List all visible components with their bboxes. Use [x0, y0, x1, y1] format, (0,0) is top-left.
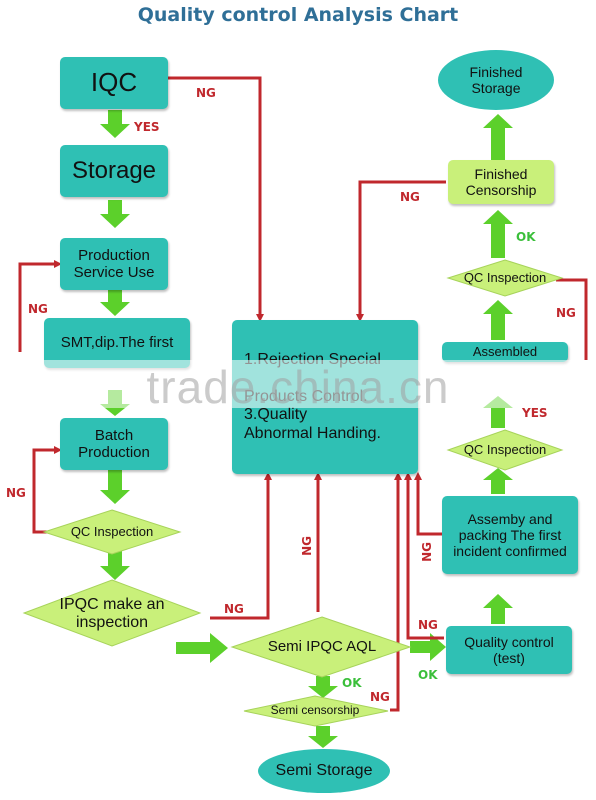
ok-qc-test-label: OK: [418, 668, 438, 682]
arrow-qc-test-assembly: [483, 594, 513, 624]
ng-qc-top-assembled: [556, 278, 588, 360]
ng-smt-production: [18, 260, 62, 352]
ng-batch-label: NG: [6, 486, 26, 500]
arrow-assembly-qc-mid: [483, 468, 513, 494]
ng-ipqc-center: [210, 472, 272, 620]
quality-control-box: Quality control (test): [446, 626, 572, 674]
ng-semi-cens-label: NG: [370, 690, 390, 704]
ng-right-label: NG: [556, 306, 576, 320]
semi-ipqc-label: Semi IPQC AQL: [267, 638, 377, 656]
diamond-qc-top: [446, 259, 564, 297]
ng-finished-center: [356, 180, 446, 322]
diamond-semi-ipqc: [230, 616, 412, 678]
arrow-assembled-qc-top: [483, 300, 513, 340]
ellipse-shapes: [258, 50, 554, 793]
ellipse-finished-storage: [438, 50, 554, 110]
iqc-box: IQC: [60, 57, 168, 109]
arrow-iqc-storage: [100, 110, 130, 138]
qc-inspection-top-label: QC Inspection: [463, 269, 547, 285]
arrow-qc-top-finished: [483, 210, 513, 258]
red-lines: [18, 76, 588, 712]
arrow-production-smt: [100, 290, 130, 316]
production-service-box: Production Service Use: [60, 238, 168, 290]
ellipse-semi-storage: [258, 749, 390, 793]
ng-qc-test-center: [404, 472, 444, 640]
chart-title: Quality control Analysis Chart: [137, 4, 459, 26]
ok-top-label: OK: [516, 230, 536, 244]
arrow-semi-qc-test: [410, 633, 446, 661]
semi-storage-label: Semi Storage: [275, 761, 373, 779]
arrow-censorship-storage: [308, 726, 338, 748]
diamond-shapes: [22, 259, 564, 727]
qc-inspection-left-label: QC Inspection: [70, 523, 154, 539]
diamond-ipqc: [22, 579, 202, 647]
ng-semi-up-label: NG: [300, 536, 314, 556]
diamond-semi-censorship: [243, 695, 389, 727]
arrow-semi-censorship: [308, 676, 338, 698]
yes-iqc-label: YES: [134, 120, 160, 134]
finished-censorship-box: Finished Censorship: [448, 160, 554, 204]
ipqc-label: IPQC make an inspection: [59, 595, 165, 631]
ng-assembly-center: [414, 472, 444, 536]
assembled-box: Assembled: [442, 342, 568, 362]
watermark-band: [0, 360, 596, 408]
arrow-qc-ipqc: [100, 550, 130, 580]
watermark: trade.china.cn: [146, 361, 450, 413]
arrow-ipqc-semi: [176, 633, 228, 663]
ng-finished-label: NG: [400, 190, 420, 204]
diamond-qc-mid: [446, 429, 564, 471]
qc-inspection-mid-label: QC Inspection: [463, 441, 547, 457]
finished-storage-label: Finished Storage: [469, 63, 523, 96]
arrow-storage-production: [100, 200, 130, 228]
semi-censorship-label: Semi censorship: [270, 703, 360, 718]
ng-censorship-center: [390, 472, 402, 712]
ng-qc-test-label: NG: [418, 618, 438, 632]
ng-smt-label: NG: [28, 302, 48, 316]
arrow-finished-storage: [483, 114, 513, 160]
ng-iqc-center: [168, 76, 264, 322]
ok-semi-label: OK: [342, 676, 362, 690]
batch-production-box: Batch Production: [60, 418, 168, 470]
diamond-qc-left: [42, 509, 182, 555]
yes-right-label: YES: [522, 406, 548, 420]
arrow-batch-qc: [100, 470, 130, 504]
ng-ipqc-label: NG: [224, 602, 244, 616]
ng-assembly-label: NG: [420, 542, 434, 562]
ng-iqc-label: NG: [196, 86, 216, 100]
assembly-packing-box: Assemby and packing The first incident c…: [442, 496, 578, 574]
smt-box: SMT,dip.The first: [44, 318, 190, 368]
storage-box: Storage: [60, 145, 168, 197]
